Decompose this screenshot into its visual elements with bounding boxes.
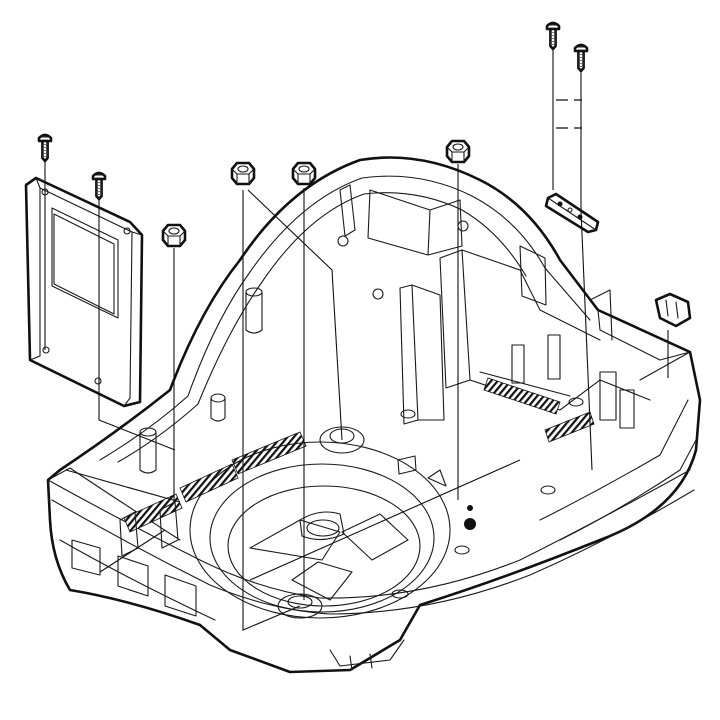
screw-icon: [545, 21, 561, 51]
clip: [654, 292, 692, 328]
hex-nut-icon: [291, 161, 317, 186]
hex-nut-icon: [445, 139, 471, 164]
hex-nut-icon: [161, 223, 187, 248]
hex-nut-icon: [230, 161, 256, 186]
assembly-lines: [44, 40, 669, 631]
cover-plate: [24, 176, 144, 408]
screw-icon: [37, 133, 53, 163]
screw-icon: [573, 43, 589, 73]
screw-icon: [91, 171, 107, 201]
base-housing: [46, 156, 702, 674]
bracket: [544, 192, 600, 234]
